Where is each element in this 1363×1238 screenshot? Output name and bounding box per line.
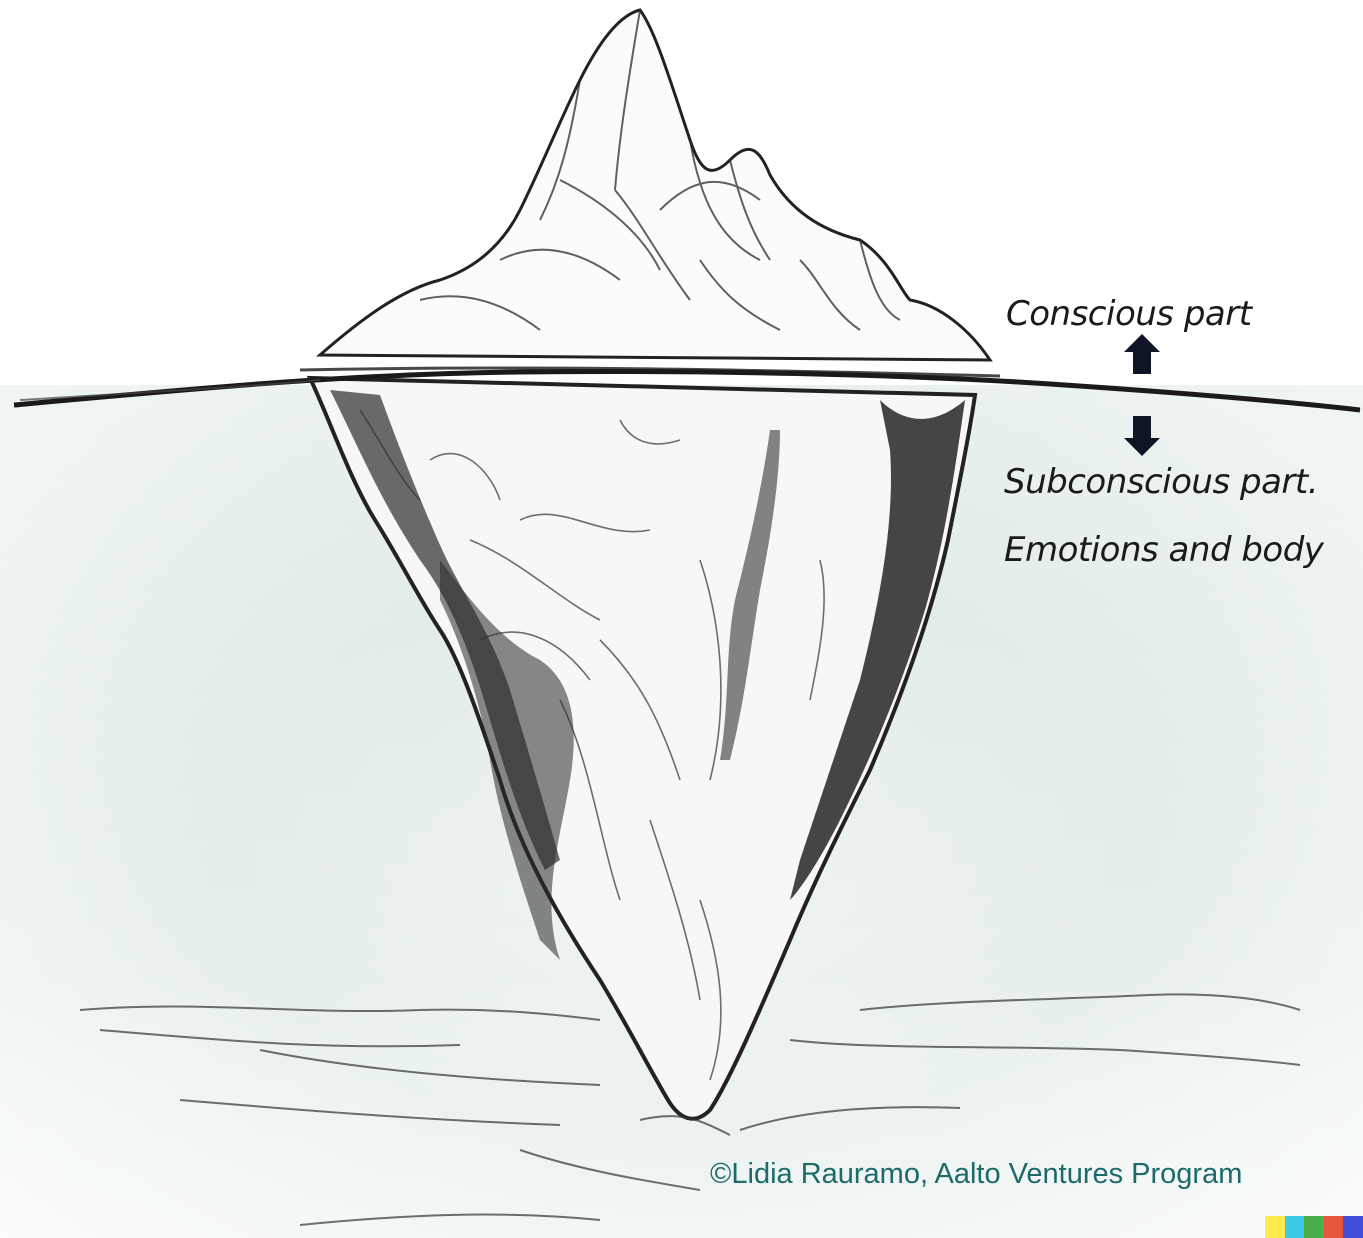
arrow-down-icon [1124, 416, 1160, 456]
colorbar-swatch [1265, 1216, 1285, 1238]
colorbar-swatch [1285, 1216, 1305, 1238]
arrow-up-icon [1124, 334, 1160, 374]
colorbar-swatch [1304, 1216, 1324, 1238]
iceberg-tip [320, 10, 990, 360]
color-bar-watermark [1265, 1216, 1363, 1238]
label-subconscious-part: Subconscious part. [1004, 462, 1318, 502]
colorbar-swatch [1324, 1216, 1344, 1238]
label-conscious-part: Conscious part [1006, 294, 1252, 334]
colorbar-swatch [1343, 1216, 1363, 1238]
copyright-credit: ©Lidia Rauramo, Aalto Ventures Program [710, 1158, 1242, 1191]
label-emotions-and-body: Emotions and body [1004, 530, 1323, 570]
